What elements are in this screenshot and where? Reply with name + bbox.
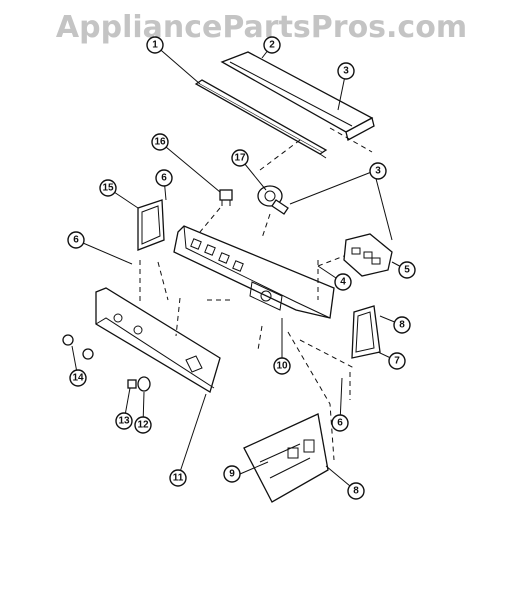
svg-text:13: 13 bbox=[118, 416, 130, 427]
watermark-text: AppliancePartsPros.com bbox=[55, 10, 468, 45]
timer-assembly[interactable] bbox=[257, 185, 289, 215]
callout-8-bottom: 8 bbox=[347, 482, 365, 500]
left-end-cap[interactable] bbox=[137, 199, 165, 251]
svg-text:11: 11 bbox=[173, 473, 184, 484]
callout-1: 1 bbox=[146, 36, 164, 54]
svg-text:9: 9 bbox=[229, 469, 235, 480]
svg-text:6: 6 bbox=[161, 173, 167, 184]
svg-text:6: 6 bbox=[73, 235, 79, 246]
svg-text:4: 4 bbox=[340, 277, 346, 288]
front-control-panel[interactable] bbox=[95, 287, 221, 393]
callout-11: 11 bbox=[169, 469, 187, 487]
svg-text:2: 2 bbox=[269, 40, 275, 51]
svg-text:7: 7 bbox=[394, 356, 400, 367]
svg-text:8: 8 bbox=[353, 486, 359, 497]
callout-4: 4 bbox=[334, 273, 352, 291]
callout-10: 10 bbox=[273, 357, 291, 375]
svg-text:3: 3 bbox=[375, 166, 381, 177]
knobs[interactable] bbox=[62, 334, 94, 360]
svg-text:3: 3 bbox=[343, 66, 349, 77]
svg-text:17: 17 bbox=[234, 153, 246, 164]
console-strip[interactable] bbox=[194, 79, 328, 159]
control-module[interactable] bbox=[343, 233, 393, 277]
callout-3-top: 3 bbox=[337, 62, 355, 80]
callout-16: 16 bbox=[151, 133, 169, 151]
knob[interactable] bbox=[137, 376, 151, 392]
callout-9: 9 bbox=[223, 465, 241, 483]
callout-5: 5 bbox=[398, 261, 416, 279]
callout-17: 17 bbox=[231, 149, 249, 167]
right-end-cap[interactable] bbox=[351, 305, 381, 359]
callout-13: 13 bbox=[115, 412, 133, 430]
callout-15: 15 bbox=[99, 179, 117, 197]
console-top-cover[interactable] bbox=[220, 51, 375, 141]
svg-text:12: 12 bbox=[137, 420, 149, 431]
callout-7: 7 bbox=[388, 352, 406, 370]
svg-text:5: 5 bbox=[404, 265, 410, 276]
callout-6-left: 6 bbox=[67, 231, 85, 249]
svg-text:16: 16 bbox=[154, 137, 166, 148]
callout-6-right: 6 bbox=[331, 414, 349, 432]
callout-8-top: 8 bbox=[393, 316, 411, 334]
callout-12: 12 bbox=[134, 416, 152, 434]
svg-text:8: 8 bbox=[399, 320, 405, 331]
callout-2: 2 bbox=[263, 36, 281, 54]
callout-6-top: 6 bbox=[155, 169, 173, 187]
svg-text:15: 15 bbox=[102, 183, 114, 194]
svg-text:6: 6 bbox=[337, 418, 343, 429]
lower-bracket[interactable] bbox=[243, 413, 329, 503]
svg-text:10: 10 bbox=[276, 361, 288, 372]
console-back-panel[interactable] bbox=[173, 225, 335, 319]
knob-insert[interactable] bbox=[127, 379, 137, 389]
small-switch[interactable] bbox=[219, 189, 233, 206]
svg-text:14: 14 bbox=[72, 373, 84, 384]
callout-14: 14 bbox=[69, 369, 87, 387]
callout-3-mid: 3 bbox=[369, 162, 387, 180]
svg-text:1: 1 bbox=[152, 40, 158, 51]
